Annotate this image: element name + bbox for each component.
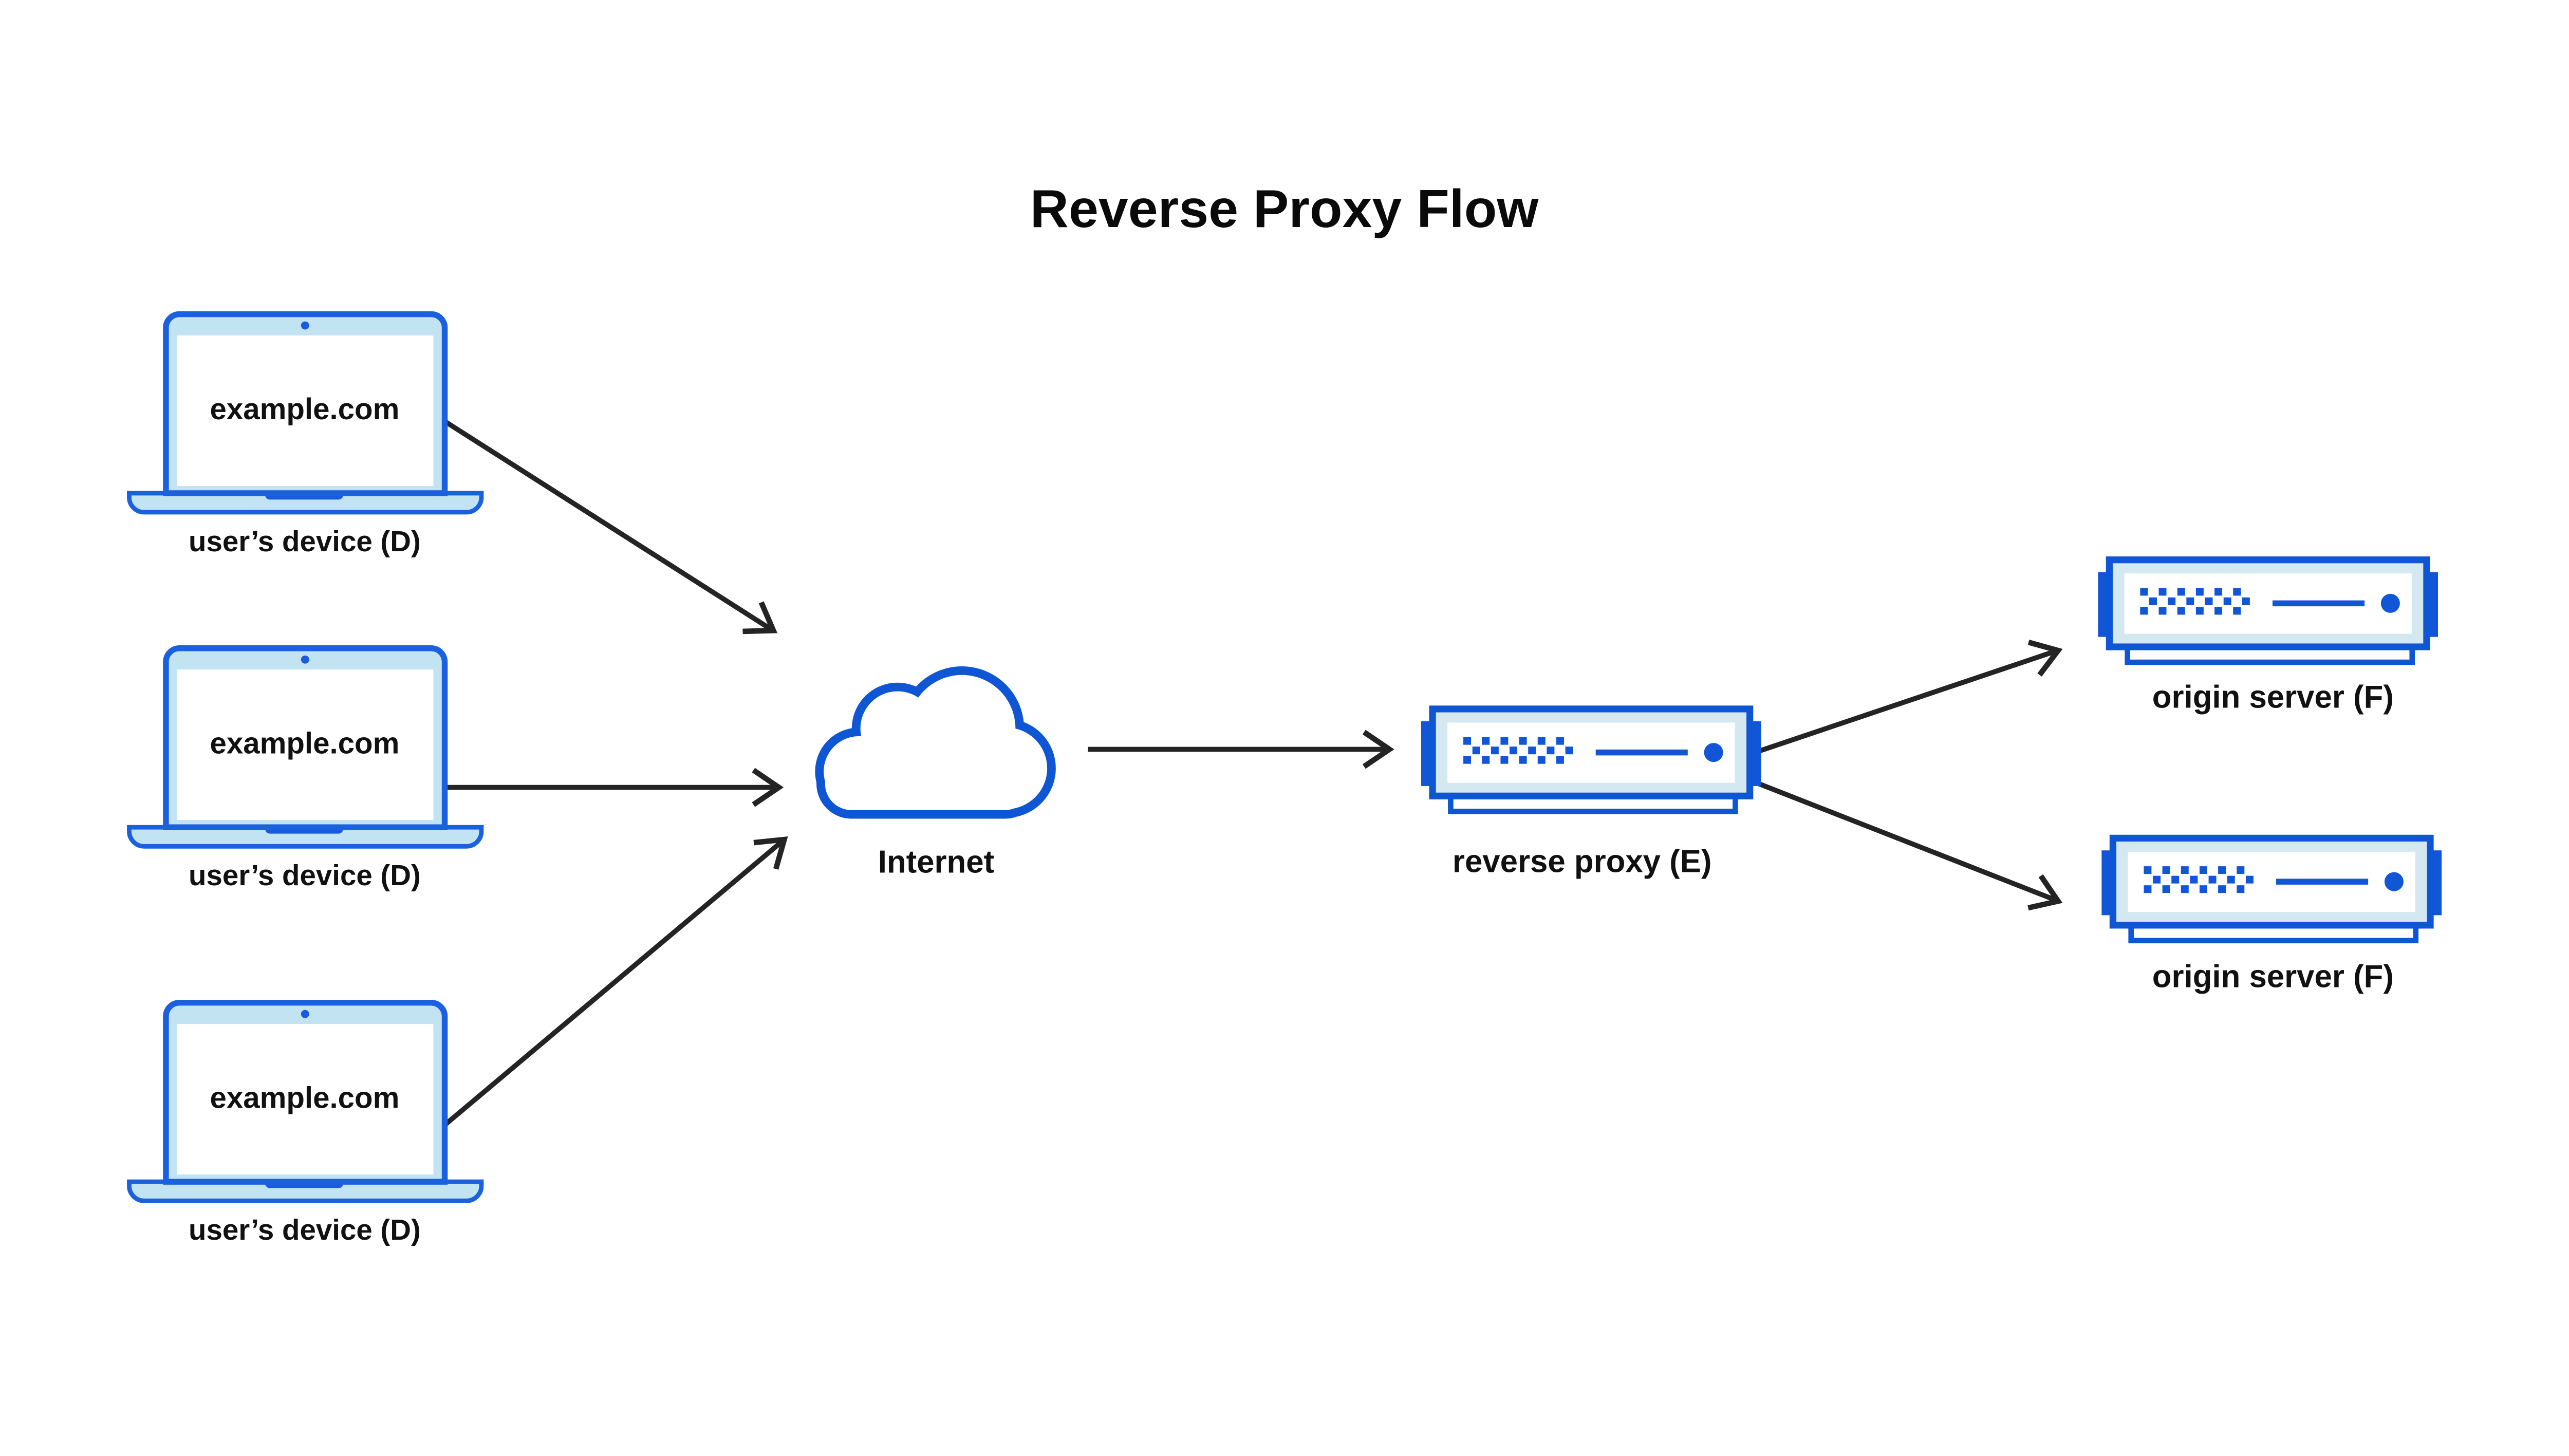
user-device-2: example.com user’s device (D) [129,648,481,891]
page-title: Reverse Proxy Flow [1030,179,1539,239]
internet-cloud: Internet [815,666,1056,880]
device-label: user’s device (D) [189,859,421,891]
server-icon [1421,709,1761,811]
origin-server-1: origin server (F) [2098,560,2438,715]
internet-label: Internet [878,844,994,880]
origin-server-2: origin server (F) [2101,838,2442,995]
origin-server-label: origin server (F) [2152,959,2394,995]
arrow-proxy-to-origin1 [1758,634,2063,754]
server-icon [2101,838,2442,940]
origin-server-label: origin server (F) [2152,679,2394,715]
device-label: user’s device (D) [189,1214,421,1246]
reverse-proxy-server: reverse proxy (E) [1421,709,1761,880]
arrow-proxy-to-origin2 [1758,781,2064,918]
device-screen-text: example.com [210,1081,399,1114]
user-device-1: example.com user’s device (D) [129,314,481,557]
arrow-internet-to-proxy [1088,732,1390,767]
cloud-icon [815,666,1056,819]
device-screen-text: example.com [210,726,399,760]
user-device-3: example.com user’s device (D) [129,1003,481,1246]
arrow-device2-to-internet [445,770,778,805]
device-label: user’s device (D) [189,525,421,557]
arrow-device1-to-internet [443,419,783,645]
reverse-proxy-label: reverse proxy (E) [1453,844,1712,880]
server-icon [2098,560,2438,662]
arrow-device3-to-internet [443,826,795,1127]
device-screen-text: example.com [210,393,399,426]
